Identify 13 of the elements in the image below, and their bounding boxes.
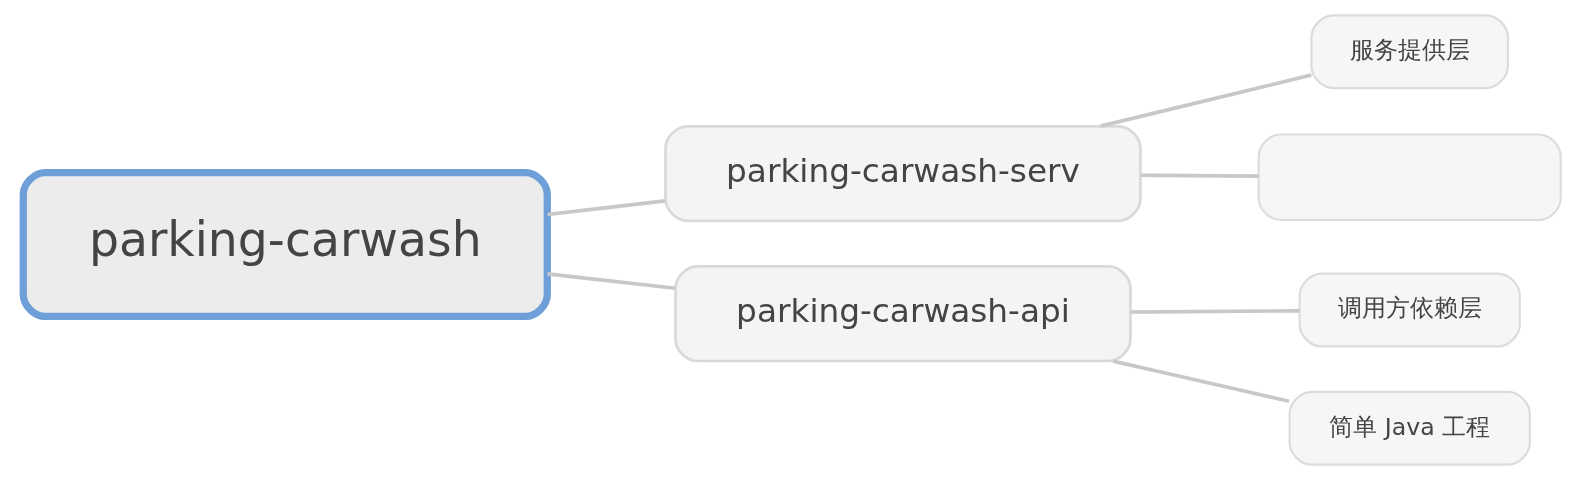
connector (1140, 173, 1259, 178)
node-box: parking-carwash-serv (664, 124, 1142, 223)
node-box: 简单 Java 工程 (1288, 390, 1531, 466)
connector (1130, 309, 1300, 314)
node-box: parking-carwash-api (674, 265, 1132, 363)
node-box: 调用方依赖层 (1298, 272, 1521, 348)
node-box (1257, 133, 1562, 222)
node-box: 服务提供层 (1310, 14, 1510, 90)
connector (1100, 73, 1312, 128)
connector (547, 272, 676, 291)
connector (547, 199, 666, 217)
connector (1112, 359, 1290, 403)
node-box: parking-carwash (19, 169, 551, 321)
